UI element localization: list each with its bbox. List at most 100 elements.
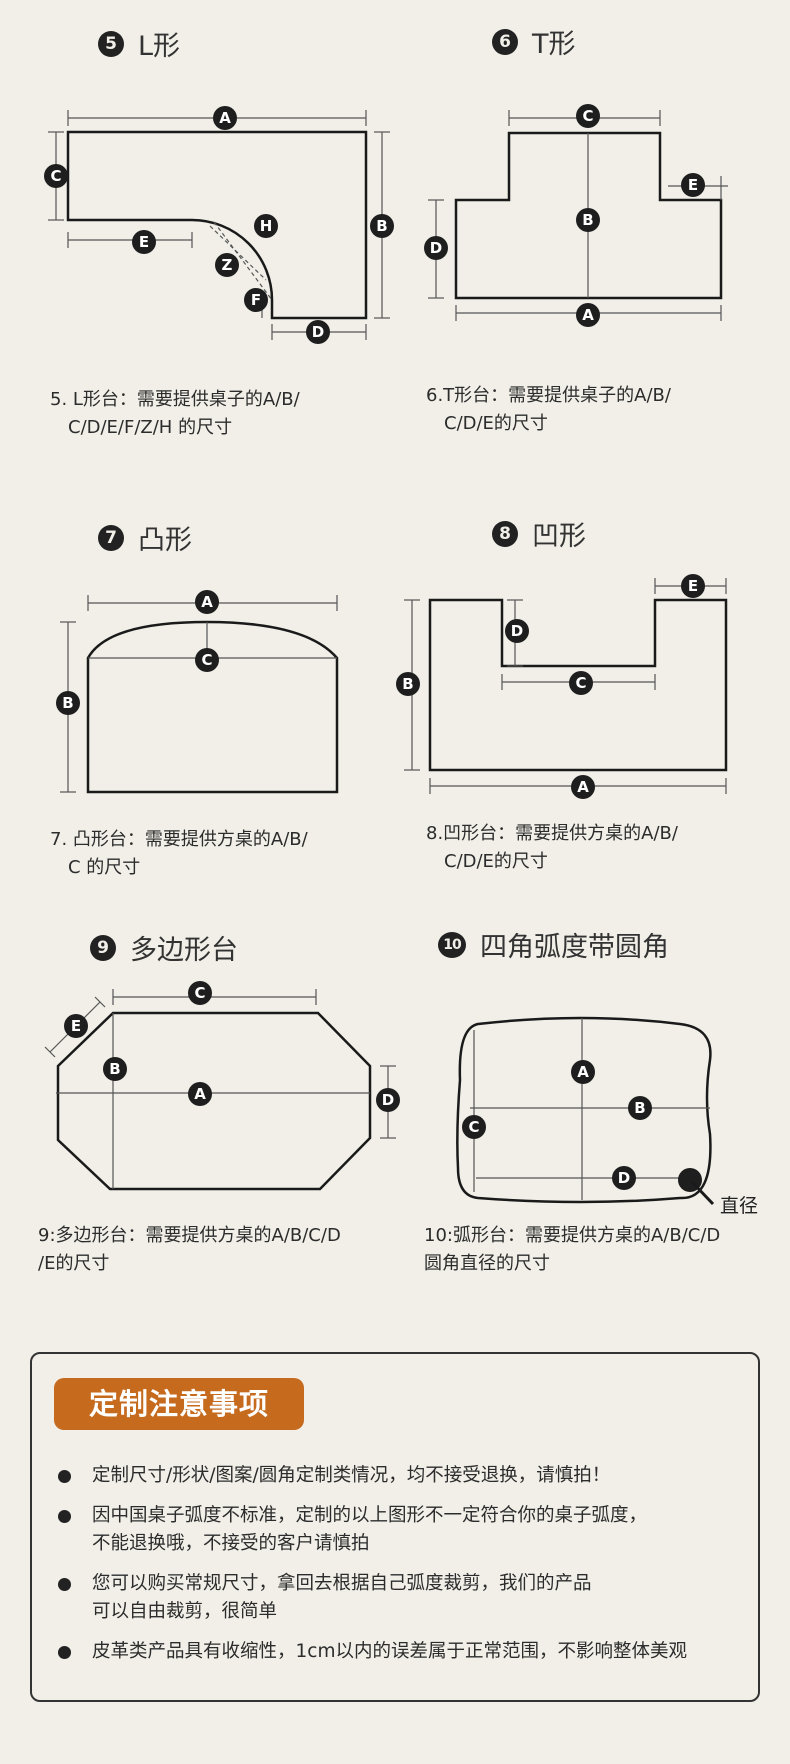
- label-C: C: [195, 648, 219, 672]
- section-number-icon: 7: [98, 524, 124, 551]
- convex-shape-diagram: A C B: [56, 590, 339, 794]
- svg-text:A: A: [577, 778, 589, 796]
- label-C: C: [569, 671, 593, 695]
- label-A: A: [195, 590, 219, 614]
- section-number-icon: 9: [90, 934, 116, 961]
- bullet-icon: [58, 1578, 71, 1591]
- label-E: E: [132, 230, 156, 254]
- section-10-heading: 10 四角弧度带圆角: [438, 925, 669, 964]
- svg-text:B: B: [402, 675, 413, 693]
- svg-text:A: A: [201, 593, 213, 611]
- svg-text:D: D: [618, 1169, 630, 1187]
- label-C: C: [44, 164, 68, 188]
- svg-text:A: A: [577, 1063, 589, 1081]
- section-number-icon: 6: [492, 28, 518, 55]
- t-shape-diagram: C B D A E: [424, 104, 728, 327]
- section-8-heading: 8 凹形: [492, 514, 586, 553]
- svg-text:F: F: [251, 291, 261, 309]
- svg-text:C: C: [575, 674, 586, 692]
- concave-shape-diagram: E D C B A: [396, 574, 728, 799]
- svg-text:B: B: [62, 694, 73, 712]
- section-6-heading: 6 T形: [492, 22, 576, 61]
- section-title: 凸形: [138, 525, 192, 556]
- diameter-note: 直径: [720, 1195, 758, 1217]
- label-E: E: [681, 574, 705, 598]
- section-title: T形: [532, 29, 576, 60]
- label-E: E: [64, 1014, 88, 1038]
- section-6-description: 6.T形台：需要提供桌子的A/B/ C/D/E的尺寸: [426, 385, 671, 434]
- label-A: A: [571, 775, 595, 799]
- svg-text:A: A: [219, 109, 231, 127]
- notice-item: 皮革类产品具有收缩性，1cm以内的误差属于正常范围，不影响整体美观: [58, 1638, 758, 1666]
- svg-text:D: D: [312, 323, 324, 341]
- section-number-icon: 10: [438, 931, 466, 958]
- svg-text:H: H: [260, 217, 273, 235]
- label-Z: Z: [215, 253, 239, 277]
- label-A: A: [576, 303, 600, 327]
- section-9-heading: 9 多边形台: [90, 928, 238, 967]
- svg-text:C: C: [50, 167, 61, 185]
- svg-text:B: B: [634, 1099, 645, 1117]
- label-B: B: [103, 1057, 127, 1081]
- svg-text:Z: Z: [222, 256, 233, 274]
- svg-text:D: D: [382, 1091, 394, 1109]
- section-title: 四角弧度带圆角: [480, 932, 669, 963]
- notice-item: 您可以购买常规尺寸，拿回去根据自己弧度裁剪，我们的产品 可以自由裁剪，很简单: [58, 1570, 758, 1626]
- notice-list: 定制尺寸/形状/图案/圆角定制类情况，均不接受退换，请慎拍！ 因中国桌子弧度不标…: [58, 1462, 758, 1678]
- section-title: L形: [138, 31, 181, 62]
- section-8-description: 8.凹形台：需要提供方桌的A/B/ C/D/E的尺寸: [426, 823, 678, 872]
- svg-text:E: E: [688, 176, 698, 194]
- svg-text:B: B: [376, 217, 387, 235]
- label-C: C: [188, 981, 212, 1005]
- label-D: D: [612, 1166, 636, 1190]
- section-9-description: 9:多边形台：需要提供方桌的A/B/C/D /E的尺寸: [38, 1225, 341, 1274]
- section-5-heading: 5 L形: [98, 24, 180, 63]
- bullet-icon: [58, 1470, 71, 1483]
- section-number-icon: 5: [98, 30, 124, 57]
- arc-shape-diagram: A B C D 直径: [456, 1016, 758, 1217]
- label-E: E: [681, 173, 705, 197]
- label-C: C: [576, 104, 600, 128]
- label-A: A: [213, 106, 237, 130]
- label-C: C: [462, 1115, 486, 1139]
- label-A: A: [188, 1082, 212, 1106]
- label-H: H: [254, 214, 278, 238]
- polygon-shape-diagram: C E B A D: [44, 981, 400, 1191]
- svg-text:A: A: [582, 306, 594, 324]
- svg-text:C: C: [201, 651, 212, 669]
- notice-title: 定制注意事项: [54, 1378, 304, 1430]
- diameter-arrow-icon: [690, 1180, 715, 1206]
- svg-text:D: D: [511, 622, 523, 640]
- label-D: D: [505, 619, 529, 643]
- svg-text:A: A: [194, 1085, 206, 1103]
- svg-text:B: B: [109, 1060, 120, 1078]
- svg-text:E: E: [71, 1017, 81, 1035]
- label-B: B: [56, 691, 80, 715]
- label-A: A: [571, 1060, 595, 1084]
- svg-text:E: E: [139, 233, 149, 251]
- svg-text:C: C: [468, 1118, 479, 1136]
- svg-text:B: B: [582, 211, 593, 229]
- notice-box: [30, 1352, 760, 1702]
- section-number-icon: 8: [492, 520, 518, 547]
- notice-item: 因中国桌子弧度不标准，定制的以上图形不一定符合你的桌子弧度， 不能退换哦，不接受…: [58, 1502, 758, 1558]
- label-D: D: [306, 320, 330, 344]
- section-7-description: 7. 凸形台：需要提供方桌的A/B/ C 的尺寸: [50, 829, 308, 878]
- label-D: D: [424, 236, 448, 260]
- bullet-icon: [58, 1646, 71, 1659]
- section-title: 多边形台: [130, 935, 238, 966]
- label-F: F: [244, 288, 268, 312]
- label-B: B: [396, 672, 420, 696]
- svg-text:E: E: [688, 577, 698, 595]
- section-title: 凹形: [532, 521, 586, 552]
- svg-text:D: D: [430, 239, 442, 257]
- notice-item: 定制尺寸/形状/图案/圆角定制类情况，均不接受退换，请慎拍！: [58, 1462, 758, 1490]
- svg-text:C: C: [194, 984, 205, 1002]
- l-shape-diagram: A B C D E F Z H: [44, 106, 394, 344]
- label-B: B: [628, 1096, 652, 1120]
- label-B: B: [370, 214, 394, 238]
- section-7-heading: 7 凸形: [98, 518, 192, 557]
- label-B: B: [576, 208, 600, 232]
- label-D: D: [376, 1088, 400, 1112]
- svg-text:C: C: [582, 107, 593, 125]
